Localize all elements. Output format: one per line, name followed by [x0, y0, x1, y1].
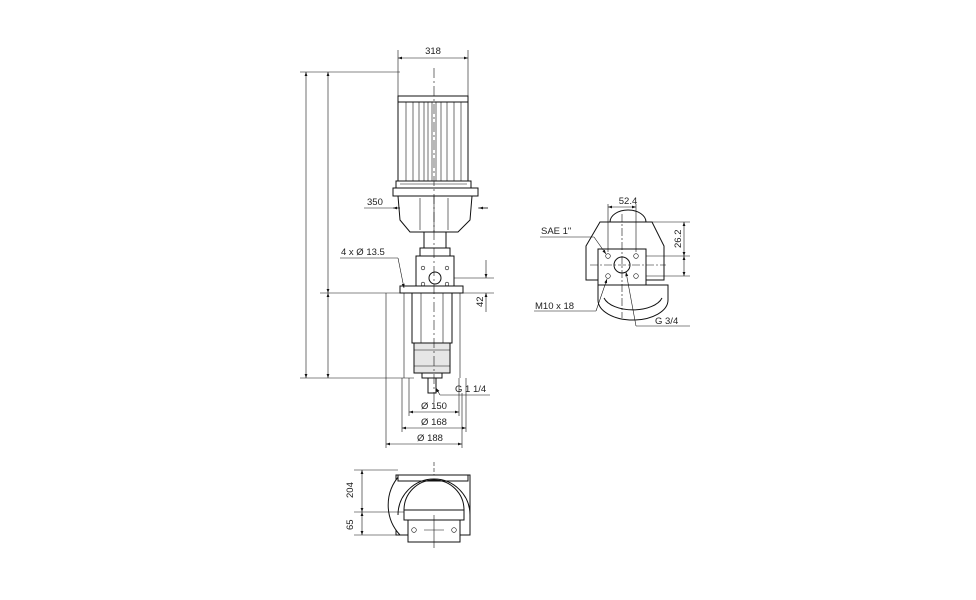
motor-fins [405, 102, 462, 181]
motor-base-band [395, 180, 472, 189]
height-dimensions [300, 71, 414, 379]
motor-cap [397, 95, 469, 103]
port-height-label: 26.2 [673, 230, 684, 249]
motor-body [397, 101, 469, 182]
pump-side-view [392, 68, 479, 410]
g34-callout: G 3/4 [625, 271, 690, 327]
diameter-dimensions: Ø 150 Ø 168 Ø 188 [385, 293, 467, 448]
motor-stool [397, 195, 473, 233]
suction-inlet [421, 372, 443, 379]
base-204-label: 204 [345, 482, 356, 498]
motor-width-label: 318 [425, 46, 441, 57]
base-65-label: 65 [345, 519, 356, 530]
thread-callout: G 1 1/4 [435, 384, 490, 396]
pump-top-view [387, 462, 471, 548]
dia-188-label: Ø 188 [417, 433, 443, 444]
dim-318: 318 [397, 46, 469, 96]
inlet-stub [427, 377, 437, 394]
dim-26-2: 26.2 [646, 221, 690, 277]
suction-housing [413, 342, 451, 374]
pipe-thread-label: G 1 1/4 [455, 384, 486, 395]
dia-168-label: Ø 168 [421, 417, 447, 428]
bolt-hole-callout: 4 x Ø 13.5 [340, 247, 405, 289]
coupling-neck [423, 231, 447, 249]
dia-150-label: Ø 150 [421, 401, 447, 412]
sae-label: SAE 1" [541, 226, 571, 237]
mounting-plate [399, 285, 464, 294]
base-dimensions: 204 65 [345, 469, 408, 536]
m10-callout: M10 x 18 [534, 278, 608, 312]
dim-52-4: 52.4 [607, 196, 638, 252]
inlet-height-label: 42 [475, 296, 486, 307]
port-skirt [597, 284, 669, 321]
outlet-port [428, 271, 442, 285]
dim-42: 42 [454, 260, 494, 312]
coupling-ring [419, 247, 451, 257]
flange-width-label: 350 [367, 197, 383, 208]
port-detail-view [585, 209, 669, 321]
port-width-label: 52.4 [619, 196, 638, 207]
g34-label: G 3/4 [655, 316, 678, 327]
m10-label: M10 x 18 [535, 301, 574, 312]
pump-head [415, 255, 455, 287]
strainer-screen [403, 479, 465, 511]
pump-chamber [411, 292, 453, 344]
sae-callout: SAE 1" [540, 226, 607, 255]
motor-flange [392, 187, 479, 197]
dim-350: 350 [364, 197, 488, 210]
bolt-holes-label: 4 x Ø 13.5 [341, 247, 385, 258]
